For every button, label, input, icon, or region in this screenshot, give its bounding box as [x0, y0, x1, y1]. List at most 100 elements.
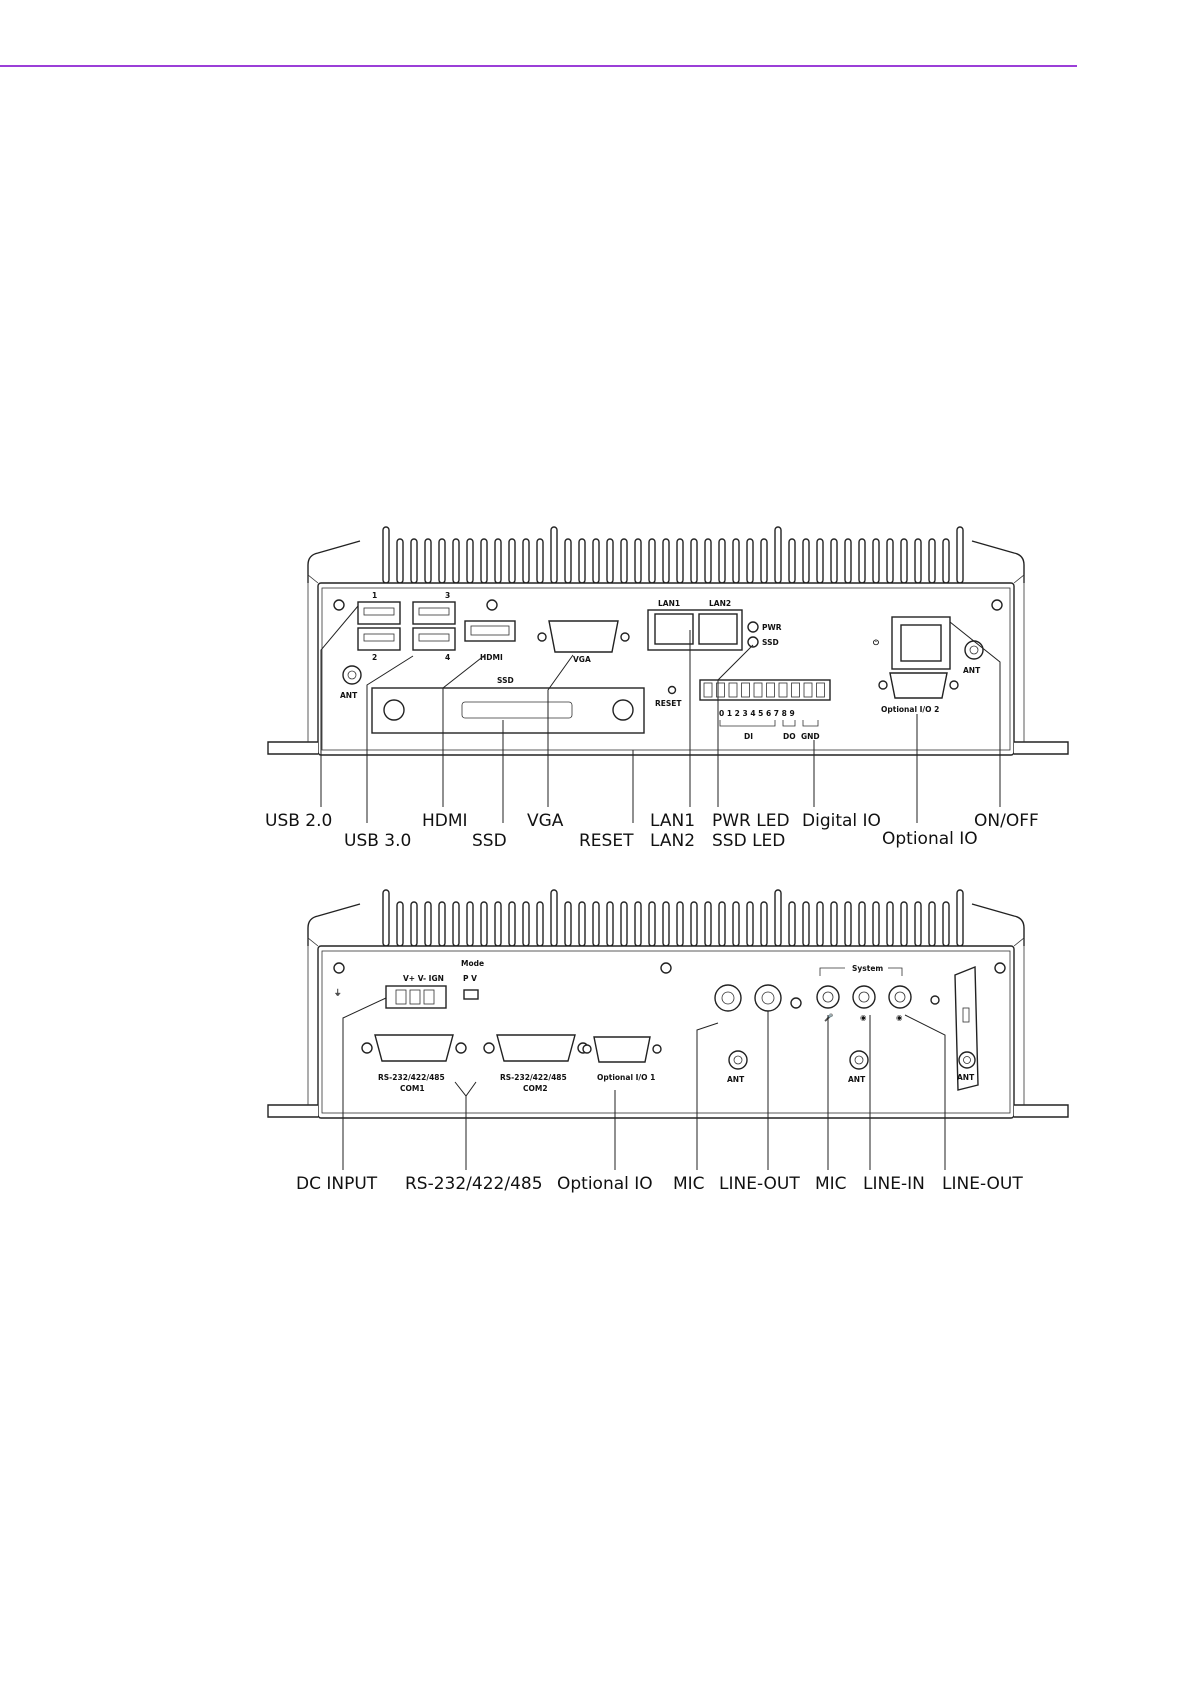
front-flange-right [1013, 574, 1025, 742]
gnd-bracket [802, 720, 819, 727]
screw-icon [333, 962, 345, 974]
callout-mic-2: MIC [815, 1174, 847, 1194]
ant3-label: ANT [957, 1073, 975, 1082]
mic-jack-1[interactable] [714, 984, 742, 1012]
lan1-port[interactable] [654, 613, 694, 645]
power-icon: ⏻ [873, 638, 880, 647]
dc-pins-label: V+ V- IGN [403, 974, 444, 983]
lan2-port[interactable] [698, 613, 738, 645]
usb2-port-2[interactable] [357, 627, 401, 651]
reset-button[interactable] [667, 685, 677, 695]
db9-screw-icon [878, 680, 888, 690]
heatsink-fin [592, 538, 600, 584]
screw-icon [930, 995, 940, 1005]
heatsink-fin [452, 538, 460, 584]
mic-icon: 🎤 [824, 1012, 834, 1022]
heatsink-fin [774, 526, 782, 584]
heatsink-fin [578, 901, 586, 947]
ssd-tray[interactable] [371, 687, 645, 734]
ground-icon: ⏚ [334, 988, 342, 997]
antenna-connector[interactable] [849, 1050, 869, 1070]
antenna-core-icon [733, 1055, 743, 1065]
ant1-label: ANT [727, 1075, 745, 1084]
antenna-connector[interactable] [728, 1050, 748, 1070]
callout-lan2: LAN2 [650, 831, 695, 851]
heatsink-fin [522, 538, 530, 584]
heatsink-fin [410, 538, 418, 584]
reset-label: RESET [655, 699, 682, 708]
dio-pin [728, 682, 738, 698]
mode-switch[interactable] [463, 989, 479, 1000]
optional-io2-port[interactable] [889, 672, 948, 699]
com2-type-label: RS-232/422/485 [500, 1073, 567, 1082]
optional-io1-port[interactable] [593, 1036, 651, 1063]
thumbscrew-icon[interactable] [612, 699, 634, 721]
heatsink-fin [774, 889, 782, 947]
rear-foot-right [1014, 1104, 1069, 1118]
line-out-jack-2[interactable] [888, 985, 912, 1009]
front-foot-left [267, 741, 318, 755]
usb-2-label: 2 [372, 653, 377, 662]
com2-label: COM2 [523, 1084, 548, 1093]
heatsink-fin [956, 526, 964, 584]
line-in-jack[interactable] [852, 985, 876, 1009]
heatsink-fin [494, 901, 502, 947]
dio-pin [778, 682, 788, 698]
heatsink-fin [578, 538, 586, 584]
heatsink-fin [760, 901, 768, 947]
heatsink-fin [480, 901, 488, 947]
usb-tongue [363, 607, 395, 616]
front-panel: 1 3 2 4 ANT HDMI VGA SSD [265, 526, 1069, 851]
hdmi-slot [470, 625, 510, 636]
heatsink-fin [928, 538, 936, 584]
usb2-port-1[interactable] [357, 601, 401, 625]
screw-icon [790, 997, 802, 1009]
system-bracket [819, 967, 903, 976]
heatsink-fin [928, 901, 936, 947]
heatsink-fin [396, 901, 404, 947]
heatsink-fin [844, 538, 852, 584]
callout-on-off: ON/OFF [974, 811, 1039, 831]
callout-line-out-1: LINE-OUT [719, 1174, 800, 1194]
pwr-led-icon [747, 621, 759, 633]
heatsink-fin [606, 538, 614, 584]
heatsink-fin [662, 901, 670, 947]
dc-pin [409, 989, 421, 1005]
line-in-icon: ◉ [860, 1013, 867, 1022]
callout-usb30: USB 3.0 [344, 831, 411, 851]
thumbscrew-icon[interactable] [383, 699, 405, 721]
rear-panel-body [317, 945, 1015, 1119]
db9-screw-icon [582, 1044, 592, 1054]
rear-flange-left [307, 937, 319, 1105]
dio-pin [816, 682, 825, 698]
heatsink-fin [592, 901, 600, 947]
header-rule [0, 65, 1077, 67]
usb3-port-4[interactable] [412, 627, 456, 651]
on-off-button[interactable] [900, 624, 942, 662]
callout-line-out-2: LINE-OUT [942, 1174, 1023, 1194]
heatsink-fin [942, 901, 950, 947]
vga-label: VGA [573, 655, 591, 664]
sim-slot[interactable] [962, 1007, 970, 1023]
di-bracket [719, 720, 776, 727]
screw-icon [991, 599, 1003, 611]
heatsink-fin [886, 538, 894, 584]
line-out-jack-1[interactable] [754, 984, 782, 1012]
heatsink-fin [690, 901, 698, 947]
hdmi-port[interactable] [464, 620, 516, 642]
com1-port[interactable] [374, 1034, 454, 1062]
com2-port[interactable] [496, 1034, 576, 1062]
antenna-connector[interactable] [958, 1051, 976, 1069]
vga-port[interactable] [548, 620, 619, 653]
callout-rs232: RS-232/422/485 [405, 1174, 543, 1194]
antenna-connector[interactable] [342, 665, 362, 685]
heatsink-fin [676, 901, 684, 947]
dc-input-terminal[interactable] [385, 985, 447, 1009]
callout-pwr-led: PWR LED [712, 811, 790, 831]
mic-jack-2[interactable] [816, 985, 840, 1009]
usb3-port-3[interactable] [412, 601, 456, 625]
digital-io-terminal[interactable] [699, 679, 831, 701]
antenna-connector[interactable] [964, 640, 984, 660]
front-callout-lines [320, 605, 1001, 823]
mode-pv-label: P V [463, 974, 477, 983]
